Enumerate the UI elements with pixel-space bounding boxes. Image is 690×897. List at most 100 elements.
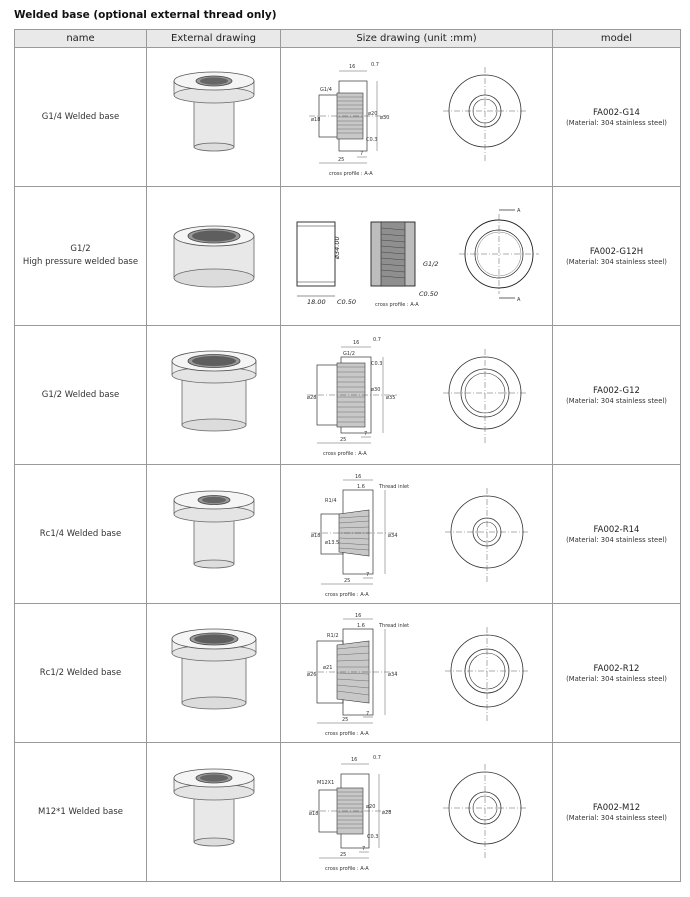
svg-text:ø26: ø26 — [307, 672, 316, 678]
table-row: Rc1/2 Welded base — [14, 603, 681, 743]
model-code: FA002-M12 — [592, 802, 641, 813]
svg-text:C0.50: C0.50 — [337, 298, 356, 306]
svg-text:25: 25 — [344, 578, 350, 584]
svg-text:7: 7 — [366, 711, 369, 717]
svg-text:cross profile : A-A: cross profile : A-A — [325, 592, 369, 598]
model-cell: FA002-G12 (Material: 304 stainless steel… — [552, 325, 681, 465]
svg-text:ø28: ø28 — [382, 810, 391, 816]
product-photo-g12 — [171, 350, 256, 432]
svg-text:16: 16 — [355, 474, 361, 480]
size-drawing-g12: 16 25 7 ø28 ø30 ø35 C0.3 0.7 G1/2 cross … — [306, 337, 527, 457]
svg-text:ø30: ø30 — [380, 115, 389, 121]
model-cell: FA002-G12H (Material: 304 stainless stee… — [552, 186, 681, 326]
size-drawing-cell: 16 25 7 ø18 ø20 ø28 C0.3 0.7 M12X1 cross… — [280, 742, 553, 882]
model-code: FA002-R14 — [593, 524, 640, 535]
svg-text:25: 25 — [342, 717, 348, 723]
product-photo-r14 — [173, 490, 254, 569]
external-drawing-cell — [146, 47, 281, 187]
svg-text:25: 25 — [340, 852, 346, 858]
svg-text:A: A — [517, 297, 521, 303]
model-material: (Material: 304 stainless steel) — [566, 257, 667, 266]
svg-text:G1/4: G1/4 — [320, 87, 332, 93]
svg-text:0.7: 0.7 — [373, 755, 381, 761]
table-row: G1/4 Welded base — [14, 47, 681, 187]
size-drawing-cell: 16 25 7 ø26 ø21 ø34 1.6 Thread inlet R1/… — [280, 603, 553, 743]
size-drawing-m12: 16 25 7 ø18 ø20 ø28 C0.3 0.7 M12X1 cross… — [308, 755, 527, 872]
svg-text:16: 16 — [355, 613, 361, 619]
table-row: G1/2 Welded base — [14, 325, 681, 465]
svg-text:cross profile : A-A: cross profile : A-A — [323, 451, 367, 457]
header-name: name — [14, 29, 147, 48]
external-drawing-cell — [146, 325, 281, 465]
model-cell: FA002-G14 (Material: 304 stainless steel… — [552, 47, 681, 187]
svg-text:0.7: 0.7 — [373, 337, 381, 343]
svg-text:ø34: ø34 — [388, 533, 397, 539]
table-row: G1/2 High pressure welded base — [14, 186, 681, 326]
model-cell: FA002-R12 (Material: 304 stainless steel… — [552, 603, 681, 743]
table-row: Rc1/4 Welded base — [14, 464, 681, 604]
svg-text:7: 7 — [362, 846, 365, 852]
svg-text:R1/2: R1/2 — [327, 633, 339, 639]
product-name: Rc1/4 Welded base — [14, 464, 147, 604]
svg-text:C0.50: C0.50 — [419, 290, 438, 298]
svg-text:ø21: ø21 — [323, 665, 332, 671]
svg-text:A: A — [517, 208, 521, 214]
svg-text:ø34.00: ø34.00 — [333, 236, 341, 260]
product-photo-r12 — [171, 628, 256, 710]
svg-text:1.6: 1.6 — [357, 623, 365, 629]
model-code: FA002-G12 — [593, 385, 640, 396]
size-drawing-cell: 16 25 7 ø18 ø20 ø30 C0.3 0.7 G1/4 cross … — [280, 47, 553, 187]
svg-text:1.6: 1.6 — [357, 484, 365, 490]
model-code: FA002-G12H — [589, 246, 644, 257]
svg-text:0.7: 0.7 — [371, 62, 379, 68]
size-drawing-g12h: 18.00 ø34.00 C0.50 G1/2 C0.50 cross prof… — [296, 208, 539, 308]
svg-text:cross profile : A-A: cross profile : A-A — [329, 171, 373, 177]
svg-text:25: 25 — [340, 437, 346, 443]
svg-text:ø18: ø18 — [309, 811, 318, 817]
size-drawing-r14: 16 25 7 ø18 ø13.5 ø34 1.6 Thread inlet R… — [310, 474, 529, 598]
product-name: G1/2 Welded base — [14, 325, 147, 465]
svg-text:7: 7 — [360, 151, 363, 157]
svg-text:ø18: ø18 — [311, 533, 320, 539]
model-material: (Material: 304 stainless steel) — [566, 118, 667, 127]
svg-text:16: 16 — [353, 340, 359, 346]
svg-text:G1/2: G1/2 — [343, 351, 355, 357]
svg-text:cross profile : A-A: cross profile : A-A — [325, 866, 369, 872]
svg-text:cross profile : A-A: cross profile : A-A — [325, 731, 369, 737]
size-drawing-cell: 18.00 ø34.00 C0.50 G1/2 C0.50 cross prof… — [280, 186, 553, 326]
product-photo-g12h — [173, 225, 254, 288]
svg-text:7: 7 — [364, 431, 367, 437]
product-name: Rc1/2 Welded base — [14, 603, 147, 743]
svg-text:C0.3: C0.3 — [367, 834, 378, 840]
svg-text:25: 25 — [338, 157, 344, 163]
model-material: (Material: 304 stainless steel) — [566, 813, 667, 822]
external-drawing-cell — [146, 742, 281, 882]
svg-text:ø20: ø20 — [366, 804, 375, 810]
svg-text:ø28: ø28 — [307, 395, 316, 401]
svg-text:Thread inlet: Thread inlet — [378, 623, 409, 629]
svg-text:G1/2: G1/2 — [423, 260, 439, 268]
external-drawing-cell — [146, 603, 281, 743]
model-cell: FA002-R14 (Material: 304 stainless steel… — [552, 464, 681, 604]
svg-text:Thread inlet: Thread inlet — [378, 484, 409, 490]
size-drawing-cell: 16 25 7 ø28 ø30 ø35 C0.3 0.7 G1/2 cross … — [280, 325, 553, 465]
page-title: Welded base (optional external thread on… — [14, 9, 277, 21]
header-size-drawing: Size drawing (unit :mm) — [280, 29, 553, 48]
header-model: model — [552, 29, 681, 48]
product-name: M12*1 Welded base — [14, 742, 147, 882]
model-material: (Material: 304 stainless steel) — [566, 674, 667, 683]
model-material: (Material: 304 stainless steel) — [566, 535, 667, 544]
svg-text:C0.3: C0.3 — [366, 137, 377, 143]
svg-text:18.00: 18.00 — [307, 298, 326, 306]
product-name: G1/4 Welded base — [14, 47, 147, 187]
size-drawing-g14: 16 25 7 ø18 ø20 ø30 C0.3 0.7 G1/4 cross … — [308, 62, 527, 177]
model-code: FA002-G14 — [593, 107, 640, 118]
header-external-drawing: External drawing — [146, 29, 281, 48]
size-drawing-cell: 16 25 7 ø18 ø13.5 ø34 1.6 Thread inlet R… — [280, 464, 553, 604]
svg-text:R1/4: R1/4 — [325, 498, 337, 504]
model-code: FA002-R12 — [593, 663, 640, 674]
svg-text:ø30: ø30 — [371, 387, 380, 393]
external-drawing-cell — [146, 464, 281, 604]
svg-text:ø18: ø18 — [311, 117, 320, 123]
product-name: G1/2 High pressure welded base — [14, 186, 147, 326]
